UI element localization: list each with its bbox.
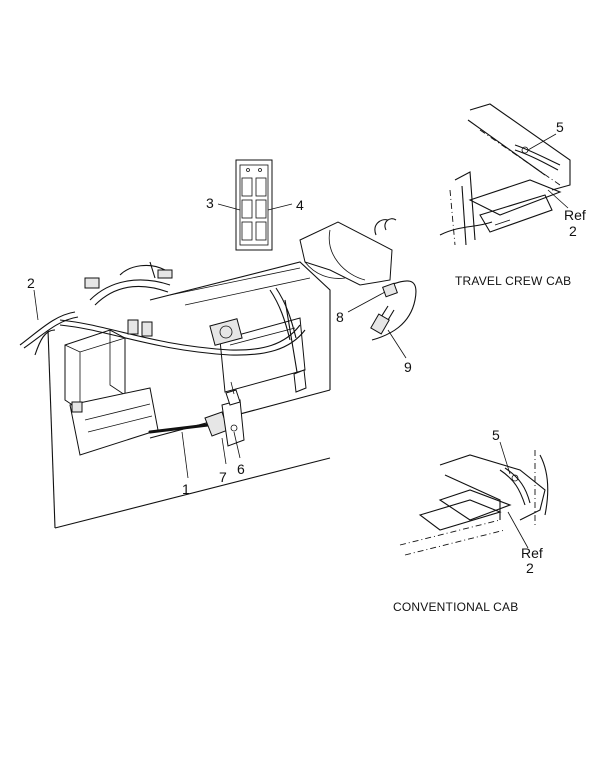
relay-block <box>235 159 273 251</box>
callout-5-travel: 5 <box>556 119 564 135</box>
caption-travel-crew-cab: TRAVEL CREW CAB <box>455 274 571 288</box>
callout-3: 3 <box>206 195 214 211</box>
switch-bracket <box>299 218 417 341</box>
caption-conventional-cab: CONVENTIONAL CAB <box>393 600 518 614</box>
callout-9: 9 <box>404 359 412 375</box>
main-cab-assembly <box>19 261 331 529</box>
callout-ref-travel-num: 2 <box>569 223 577 239</box>
callout-4: 4 <box>296 197 304 213</box>
callout-7: 7 <box>219 469 227 485</box>
callout-1: 1 <box>182 481 190 497</box>
callout-8: 8 <box>336 309 344 325</box>
travel-crew-cab-inset <box>439 103 571 246</box>
callout-2: 2 <box>27 275 35 291</box>
leader-lines <box>33 133 569 549</box>
conventional-cab-inset <box>399 450 549 556</box>
callout-5-conv: 5 <box>492 427 500 443</box>
callout-ref-conv-word: Ref <box>521 545 543 561</box>
callout-6: 6 <box>237 461 245 477</box>
callout-ref-travel-word: Ref <box>564 207 586 223</box>
callout-ref-conv-num: 2 <box>526 560 534 576</box>
